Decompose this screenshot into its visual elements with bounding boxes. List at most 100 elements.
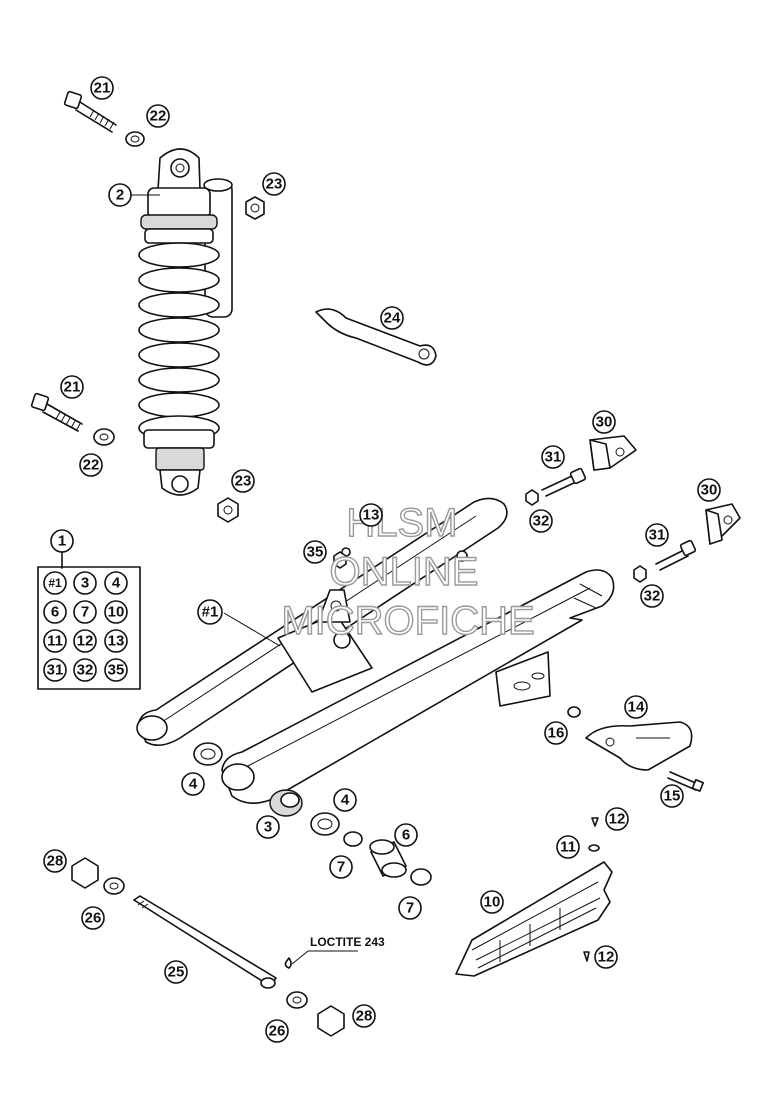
adjuster-nut-upper bbox=[525, 489, 539, 506]
chain-adjuster-lower bbox=[705, 503, 741, 545]
o-ring-lower bbox=[410, 868, 432, 886]
pivot-bearing-left bbox=[193, 742, 223, 766]
callout-32-bottom: 32 bbox=[640, 584, 664, 608]
guide-washer-small bbox=[588, 844, 600, 852]
callout-14: 14 bbox=[624, 695, 648, 719]
callout-13: 13 bbox=[359, 503, 383, 527]
lower-shock-bolt bbox=[30, 392, 83, 432]
callout-35: 35 bbox=[303, 540, 327, 564]
svg-text:13: 13 bbox=[108, 633, 125, 650]
watermark-line-3: MICROFICHE bbox=[281, 599, 534, 643]
kit-box bbox=[37, 551, 141, 690]
bushing-sleeve bbox=[369, 839, 407, 878]
callout-3: 3 bbox=[256, 815, 280, 839]
svg-text:21: 21 bbox=[64, 379, 81, 396]
svg-text:25: 25 bbox=[168, 964, 185, 981]
svg-text:23: 23 bbox=[266, 176, 283, 193]
svg-text:3: 3 bbox=[264, 819, 272, 836]
shock-absorber bbox=[138, 148, 233, 496]
svg-text:22: 22 bbox=[83, 457, 100, 474]
upper-shock-bolt bbox=[63, 90, 117, 133]
callout-7-left: 7 bbox=[329, 855, 353, 879]
svg-text:28: 28 bbox=[47, 853, 64, 870]
svg-text:30: 30 bbox=[596, 414, 613, 431]
callout-2: 2 bbox=[108, 183, 132, 207]
grease-nipple-35 bbox=[333, 551, 347, 569]
callout-25: 25 bbox=[164, 960, 188, 984]
svg-text:11: 11 bbox=[560, 839, 576, 856]
leader-lines bbox=[131, 194, 358, 965]
svg-text:3: 3 bbox=[81, 575, 89, 592]
callout-16: 16 bbox=[544, 721, 568, 745]
svg-text:#1: #1 bbox=[48, 576, 62, 590]
adjuster-bolt-upper bbox=[541, 467, 587, 497]
kit-item: 7 bbox=[73, 600, 97, 624]
shaft-washer-right bbox=[286, 991, 308, 1009]
svg-text:22: 22 bbox=[150, 108, 167, 125]
svg-text:1: 1 bbox=[58, 533, 66, 550]
upper-washer bbox=[125, 131, 145, 147]
kit-item: 6 bbox=[43, 600, 67, 624]
svg-text:10: 10 bbox=[484, 894, 501, 911]
callout-22-bottom: 22 bbox=[79, 453, 103, 477]
svg-text:4: 4 bbox=[112, 575, 121, 592]
svg-text:7: 7 bbox=[81, 604, 89, 621]
svg-text:6: 6 bbox=[402, 827, 410, 844]
callout-6: 6 bbox=[394, 823, 418, 847]
svg-text:26: 26 bbox=[85, 910, 102, 927]
callout-26-right: 26 bbox=[265, 1019, 289, 1043]
needle-bearing bbox=[269, 789, 303, 817]
svg-text:35: 35 bbox=[307, 544, 324, 561]
chain-guide bbox=[455, 861, 613, 977]
callout-31-bottom: 31 bbox=[645, 523, 669, 547]
lower-nut bbox=[217, 497, 239, 523]
kit-item: 12 bbox=[73, 629, 97, 653]
callout-23-top: 23 bbox=[262, 172, 286, 196]
svg-text:32: 32 bbox=[644, 588, 661, 605]
kit-item: #1 bbox=[43, 571, 67, 595]
swingarm bbox=[136, 497, 615, 804]
svg-text:2: 2 bbox=[116, 187, 124, 204]
callout-28-right: 28 bbox=[352, 1004, 376, 1028]
svg-text:24: 24 bbox=[384, 310, 401, 327]
svg-text:13: 13 bbox=[363, 507, 380, 524]
shaft-washer-left bbox=[103, 877, 125, 895]
shaft-nut-right bbox=[317, 1005, 345, 1037]
loctite-note: LOCTITE 243 bbox=[310, 935, 385, 949]
lower-washer bbox=[93, 428, 115, 446]
chain-slider bbox=[585, 721, 693, 771]
svg-text:12: 12 bbox=[609, 811, 626, 828]
upper-nut bbox=[245, 196, 265, 220]
svg-text:11: 11 bbox=[47, 633, 63, 650]
svg-text:15: 15 bbox=[664, 788, 681, 805]
svg-text:4: 4 bbox=[189, 776, 198, 793]
svg-text:#1: #1 bbox=[202, 604, 219, 621]
callout-31-top: 31 bbox=[541, 445, 565, 469]
callout-24: 24 bbox=[380, 306, 404, 330]
svg-text:32: 32 bbox=[533, 513, 550, 530]
callout-21-top: 21 bbox=[90, 76, 114, 100]
callout-22-top: 22 bbox=[146, 104, 170, 128]
callout-28-left: 28 bbox=[43, 849, 67, 873]
svg-text:10: 10 bbox=[108, 604, 125, 621]
kit-item: 31 bbox=[43, 658, 67, 682]
svg-text:14: 14 bbox=[628, 699, 645, 716]
kit-item: 11 bbox=[43, 629, 67, 653]
callout-12-bottom: 12 bbox=[594, 945, 618, 969]
svg-text:28: 28 bbox=[356, 1008, 373, 1025]
adjuster-nut-lower bbox=[633, 565, 647, 583]
callout-30-bottom: 30 bbox=[697, 478, 721, 502]
svg-text:31: 31 bbox=[649, 527, 666, 544]
hook-wrench bbox=[315, 308, 437, 366]
svg-text:31: 31 bbox=[47, 662, 64, 679]
callout-23-bottom: 23 bbox=[231, 469, 255, 493]
svg-text:31: 31 bbox=[545, 449, 562, 466]
callout-26-left: 26 bbox=[81, 906, 105, 930]
callout-30-top: 30 bbox=[592, 410, 616, 434]
callout-32-top: 32 bbox=[529, 509, 553, 533]
callout-4-right: 4 bbox=[333, 788, 357, 812]
svg-text:35: 35 bbox=[108, 662, 125, 679]
svg-text:6: 6 bbox=[51, 604, 59, 621]
svg-text:26: 26 bbox=[269, 1023, 286, 1040]
